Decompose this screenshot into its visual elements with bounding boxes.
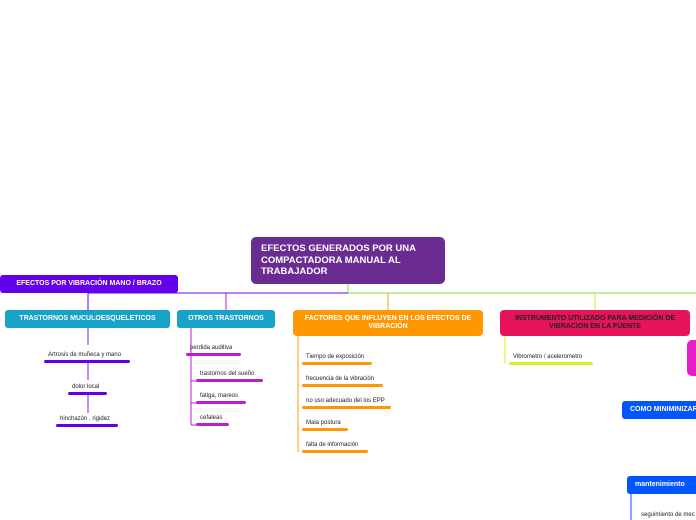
factores-item-underline <box>302 450 368 453</box>
branch-factores[interactable]: FACTORES QUE INFLUYEN EN LOS EFECTOS DE … <box>293 310 483 336</box>
instrumento-item-underline <box>509 362 593 365</box>
otros-item-fatiga[interactable]: fatiga, mareos <box>200 393 239 399</box>
factores-item-frecuencia[interactable]: frecuencia de la vibración <box>306 376 375 382</box>
musculo-item-artrosis[interactable]: Artrosis de muñeca y mano <box>48 352 122 358</box>
otros-item-underline <box>196 401 246 404</box>
factores-item-underline <box>302 428 348 431</box>
otros-item-underline <box>196 379 263 382</box>
instrumento-item-vibrometro[interactable]: Vibrometro / acelerometro <box>513 354 583 360</box>
partial-pink-node[interactable] <box>687 340 696 376</box>
root-topic-label: EFECTOS GENERADOS POR UNA COMPACTADORA M… <box>261 243 416 278</box>
branch-minimizar[interactable]: COMO MINIMINIZAR <box>622 401 696 419</box>
branch-otros-trastornos-label: OTROS TRASTORNOS <box>188 314 264 322</box>
branch-vibracion[interactable]: EFECTOS POR VIBRACIÓN MANO / BRAZO <box>0 275 178 293</box>
branch-musculoesqueleticos-label: TRASTORNOS MUCULOESQUELETICOS <box>19 314 156 322</box>
otros-item-sueno[interactable]: trastornos del sueño <box>200 371 255 377</box>
root-topic[interactable]: EFECTOS GENERADOS POR UNA COMPACTADORA M… <box>251 237 445 284</box>
musculo-item-dolor[interactable]: dolor local <box>72 384 100 390</box>
branch-instrumento[interactable]: INSTRUMENTO UTILIZADO PARA MEDICIÓN DE V… <box>500 310 690 336</box>
musculo-item-underline <box>68 392 107 395</box>
otros-item-perdida[interactable]: perdida auditiva <box>190 345 233 351</box>
otros-item-underline <box>186 353 241 356</box>
factores-item-informacion[interactable]: falta de información <box>306 442 359 448</box>
factores-item-epp[interactable]: no uso adecuado del los EPP <box>306 398 385 404</box>
factores-item-postura[interactable]: Mala postura <box>306 420 341 426</box>
branch-musculoesqueleticos[interactable]: TRASTORNOS MUCULOESQUELETICOS <box>5 310 170 328</box>
otros-item-cefaleas[interactable]: cefaleas <box>200 415 223 421</box>
branch-instrumento-label: INSTRUMENTO UTILIZADO PARA MEDICIÓN DE V… <box>514 314 676 330</box>
branch-otros-trastornos[interactable]: OTROS TRASTORNOS <box>177 310 275 328</box>
musculo-item-underline <box>44 360 130 363</box>
factores-item-underline <box>302 362 372 365</box>
otros-item-underline <box>196 423 229 426</box>
musculo-item-hinchazon[interactable]: hinchazón , rigidez <box>60 416 111 422</box>
branch-vibracion-label: EFECTOS POR VIBRACIÓN MANO / BRAZO <box>16 279 162 287</box>
branch-factores-label: FACTORES QUE INFLUYEN EN LOS EFECTOS DE … <box>304 314 472 330</box>
factores-item-underline <box>302 384 383 387</box>
musculo-item-underline <box>56 424 118 427</box>
mantenimiento-item-seguimiento[interactable]: seguimiento de mec <box>641 512 695 518</box>
factores-item-underline <box>302 406 391 409</box>
factores-item-tiempo[interactable]: Tiempo de exposición <box>306 354 365 360</box>
branch-mantenimiento-label: mantenimiento <box>635 480 685 488</box>
branch-mantenimiento[interactable]: mantenimiento <box>627 476 696 494</box>
branch-minimizar-label: COMO MINIMINIZAR <box>630 405 696 413</box>
